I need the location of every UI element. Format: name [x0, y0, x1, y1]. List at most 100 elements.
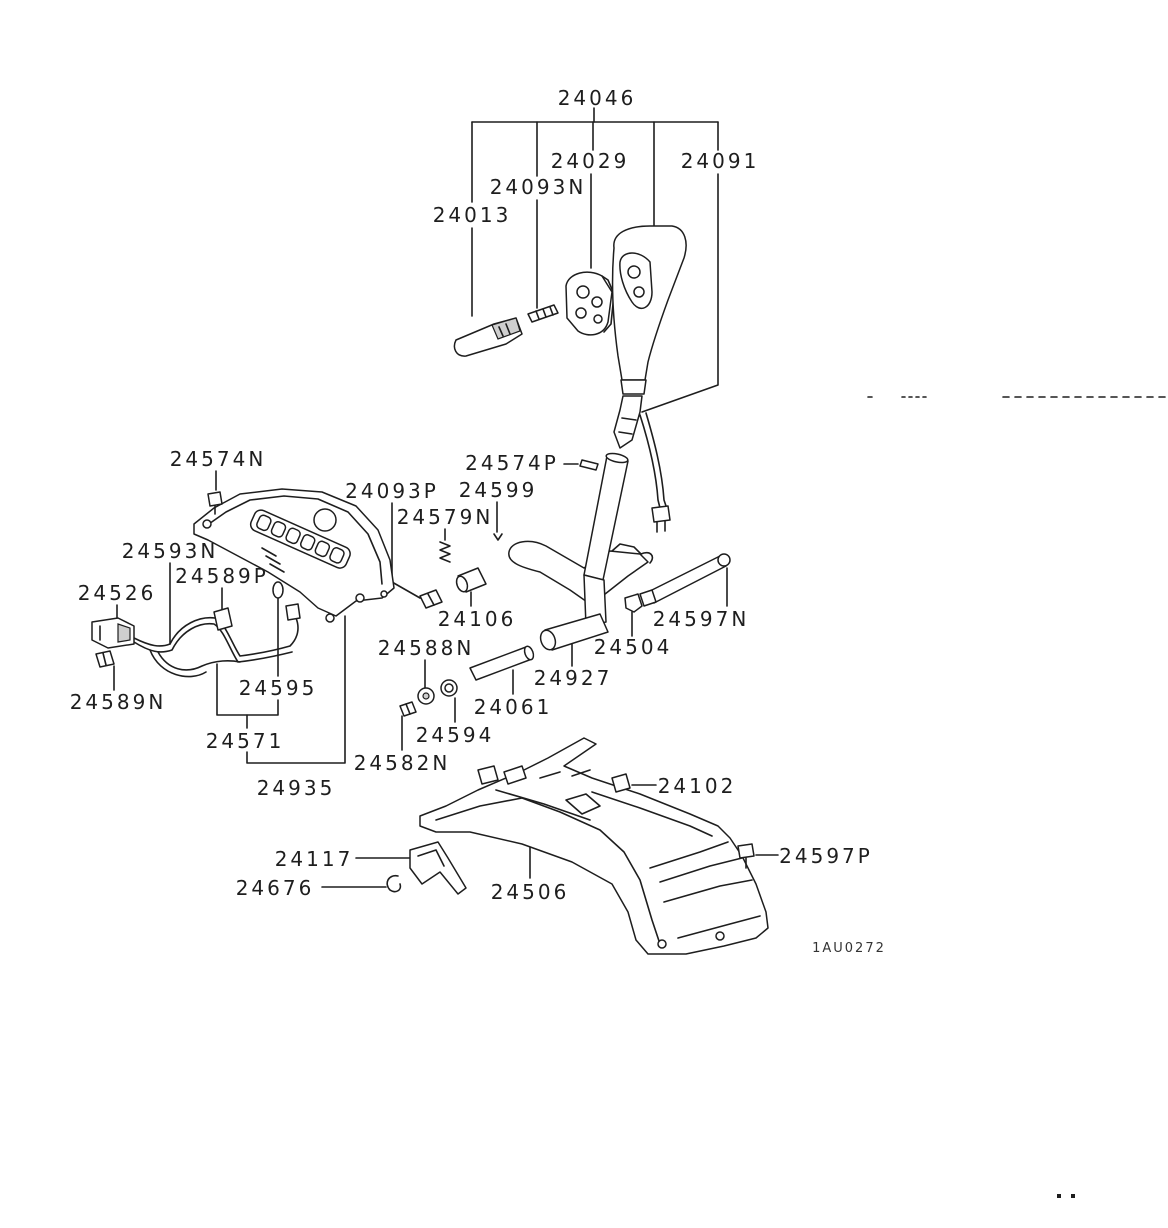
spring-coil	[439, 541, 451, 563]
screw-head	[207, 491, 223, 507]
part-24093P-clip	[419, 589, 443, 609]
harness-wire-loop	[157, 651, 241, 671]
stray-dot	[1071, 1194, 1075, 1198]
window-cell	[299, 534, 316, 551]
bracket-hole	[715, 931, 725, 941]
part-label-24588N: 24588N	[378, 636, 475, 660]
part-label-24013: 24013	[433, 203, 512, 227]
bracket-rib	[539, 769, 601, 815]
leader-bracket-24935	[246, 615, 346, 764]
part-label-24595: 24595	[239, 676, 318, 700]
tube-end	[523, 645, 535, 661]
window-cell	[270, 521, 287, 538]
part-24091-shift-knob	[611, 225, 687, 395]
stray-marks	[867, 396, 1166, 1198]
small-bracket-body	[409, 841, 467, 895]
part-24594-washer	[440, 679, 458, 697]
rod-body	[647, 555, 727, 604]
part-24571-harness	[133, 616, 299, 678]
part-24574N-screw	[207, 491, 223, 515]
panel-indicator-window	[249, 509, 351, 569]
part-label-24526: 24526	[78, 581, 157, 605]
plate-hole	[575, 307, 587, 319]
bracket-rib	[663, 879, 761, 939]
part-label-24571: 24571	[206, 729, 285, 753]
rod-end	[717, 553, 731, 567]
cable-wire	[645, 412, 667, 507]
panel-slot	[261, 547, 285, 573]
bushing-body	[611, 773, 631, 793]
panel-mount-hole	[325, 613, 335, 623]
plate-body	[565, 271, 613, 336]
button-detail	[498, 323, 511, 337]
part-label-24506: 24506	[491, 880, 570, 904]
part-24597N-rod	[639, 553, 731, 607]
part-label-24579N: 24579N	[397, 505, 494, 529]
part-label-24117: 24117	[275, 847, 354, 871]
lever-detent-notch	[618, 417, 637, 435]
part-24029-plate	[565, 271, 615, 336]
part-label-24504: 24504	[594, 635, 673, 659]
part-label-24927: 24927	[534, 666, 613, 690]
part-24106-bushing	[455, 567, 487, 593]
part-label-24599: 24599	[459, 478, 538, 502]
bulb-glass	[272, 581, 284, 599]
panel-knob-hole	[313, 508, 337, 532]
harness-wire-loop	[149, 649, 207, 678]
bracket-stud	[477, 765, 499, 785]
part-label-24093N: 24093N	[490, 175, 587, 199]
socket-body	[213, 607, 233, 631]
bracket-edge	[435, 797, 661, 945]
part-label-24589P: 24589P	[175, 564, 269, 588]
bulb-socket	[285, 603, 301, 621]
leader-line-24091	[641, 173, 719, 413]
part-label-24582N: 24582N	[354, 751, 451, 775]
part-label-24574P: 24574P	[465, 451, 559, 475]
stray-dot	[1057, 1194, 1061, 1198]
connector-latch	[117, 623, 131, 643]
pin-ridges	[535, 306, 554, 320]
cable-terminals	[656, 520, 666, 533]
part-label-24091: 24091	[681, 149, 760, 173]
pin-body	[493, 533, 503, 541]
part-24093N-pin	[527, 304, 559, 323]
clip-detail	[102, 652, 107, 666]
part-label-24046: 24046	[558, 86, 637, 110]
lever-detent	[613, 395, 643, 449]
panel-mount-hole	[202, 519, 212, 529]
part-24579N-spring	[439, 541, 451, 563]
part-24935-indicator-panel	[193, 488, 395, 623]
knob-neck	[620, 379, 647, 395]
part-24589P-socket	[213, 607, 233, 631]
part-24927-shift-lever	[508, 395, 654, 651]
part-24676-clip	[386, 874, 402, 893]
harness-wire	[133, 622, 293, 663]
tube-body	[469, 646, 533, 681]
part-label-24594: 24594	[416, 723, 495, 747]
panel-body	[193, 488, 395, 617]
part-label-24597P: 24597P	[779, 844, 873, 868]
part-labels: 24046 24029 24091 24093N 24013 24574N 24…	[70, 86, 884, 956]
part-24588N-washer	[417, 687, 435, 705]
part-24589N-clip	[95, 650, 115, 668]
panel-mount-hole	[380, 590, 388, 598]
button-head	[491, 317, 521, 340]
window-cell	[256, 514, 272, 532]
small-bracket-edge	[417, 849, 445, 867]
part-24582N-clip	[399, 701, 417, 717]
part-24506-base-bracket	[419, 737, 769, 955]
lever-bracket-edge	[611, 543, 654, 564]
part-24117-bracket	[409, 841, 467, 895]
plate-hole	[576, 285, 590, 299]
rod-joint	[639, 589, 657, 607]
plate-hole	[593, 314, 603, 324]
pin-body	[579, 459, 599, 471]
part-label-24593N: 24593N	[122, 539, 219, 563]
bolt-head	[737, 843, 755, 859]
window-cell	[285, 527, 301, 545]
part-24574P-pin	[579, 459, 599, 471]
clip-detail	[427, 593, 435, 606]
knob-recess-hole	[627, 265, 641, 279]
cable-wire	[639, 414, 661, 509]
part-24597P-bolt	[737, 843, 755, 869]
